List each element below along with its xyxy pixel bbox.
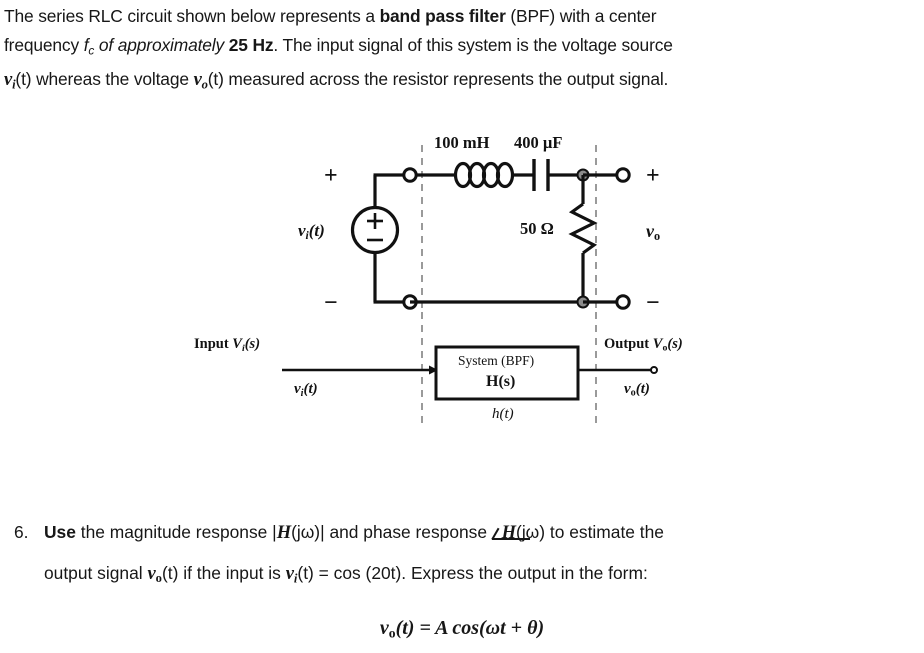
equation-vo-base: v: [379, 617, 389, 639]
inductor-symbol: [453, 161, 515, 189]
intro-vo-symbol: vo: [193, 70, 208, 92]
block-output-t-label: vo(t): [624, 382, 650, 399]
intro-vi-base: v: [4, 70, 13, 91]
phase-response-H: H: [501, 523, 517, 543]
block-input-vt-subscript: i: [300, 387, 304, 399]
block-input-V: V: [232, 336, 242, 352]
block-output-s-arg: (s): [667, 336, 683, 352]
intro-vi-symbol: vi: [4, 70, 16, 92]
capacitor-value-label: 400 µF: [514, 133, 563, 152]
output-plus-sign: +: [646, 163, 660, 189]
source-label-subscript: i: [305, 229, 309, 243]
question-6-line-2-part-b: (t) if the input is: [161, 563, 286, 583]
block-input-s-label: Input Vi(s): [194, 337, 260, 354]
intro-paragraph: The series RLC circuit shown below repre…: [4, 2, 922, 100]
question-6-vo-symbol: vo: [147, 564, 162, 586]
input-terminal-positive: [402, 167, 418, 183]
question-6-vi-base: v: [285, 564, 294, 584]
system-box-transfer-function: H(s): [486, 374, 515, 390]
angle-icon: [492, 523, 529, 541]
intro-line-1-part-a: The series RLC circuit shown below repre…: [4, 6, 380, 26]
block-output-word: Output: [604, 336, 653, 352]
magnitude-response-H: H: [276, 523, 292, 543]
input-minus-sign: −: [324, 290, 338, 316]
impulse-response-label: h(t): [492, 407, 514, 422]
impulse-response-h: h: [492, 406, 500, 422]
rlc-circuit-diagram: + − vi(t) 100 mH 400 µF 50 Ω + − vo: [280, 126, 700, 316]
block-input-vt-arg: (t): [303, 381, 318, 397]
block-input-s-arg: (s): [244, 336, 261, 352]
input-arrow-head: [429, 365, 438, 375]
block-diagram-svg: [282, 312, 658, 426]
output-terminal-positive: [615, 167, 631, 183]
question-6-use-emphasis: Use: [44, 522, 76, 542]
intro-line-1-part-c: (BPF) with a center: [505, 6, 657, 26]
transfer-function-H: H: [486, 373, 499, 390]
question-6-line-2-part-c: (t) = cos (20t). Express the output in t…: [297, 563, 648, 583]
system-box: [434, 345, 580, 401]
block-input-word: Input: [194, 336, 233, 352]
question-6-vi-symbol: vi: [285, 564, 298, 586]
circuit-svg: [350, 145, 631, 312]
block-output-V-subscript: o: [662, 342, 668, 354]
question-6-line-1-part-b: (jω)| and phase response: [291, 522, 492, 542]
question-6-line-2-part-a: output signal: [44, 563, 148, 583]
output-voltage-subscript: o: [654, 229, 661, 244]
voltage-source-symbol: [350, 205, 400, 255]
inductor-value-label: 100 mH: [434, 133, 490, 152]
block-output-vt-subscript: o: [630, 387, 636, 399]
output-voltage-label: vo: [646, 222, 660, 242]
block-output-vt-arg: (t): [635, 381, 650, 397]
intro-line-2: frequency fc of approximately 25 Hz. The…: [4, 31, 922, 65]
output-form-equation: vo(t) = A cos(ωt + θ): [0, 608, 924, 653]
intro-vi-subscript: i: [12, 77, 16, 92]
equation-remainder: (t) = A cos(ωt + θ): [395, 617, 545, 639]
intro-bpf-emphasis: band pass filter: [379, 6, 506, 26]
block-input-V-subscript: i: [241, 342, 245, 354]
intro-vo-subscript: o: [201, 77, 208, 92]
system-block-diagram: Input Vi(s) vi(t) System (BPF) H(s) h(t)…: [180, 312, 700, 432]
source-label-time: (t): [308, 221, 325, 240]
intro-fc-base: f: [83, 35, 89, 55]
block-input-t-label: vi(t): [294, 382, 318, 399]
equation-vo-subscript: o: [388, 625, 396, 641]
question-6-line-1-part-c: (jω) to estimate the: [516, 522, 664, 542]
intro-line-3-part-a: (t) whereas the voltage: [15, 69, 194, 90]
question-6-line-1-part-a: the magnitude response |: [75, 522, 277, 542]
intro-vo-base: v: [193, 70, 202, 91]
intro-line-1: The series RLC circuit shown below repre…: [4, 2, 922, 31]
question-6-vi-subscript: i: [293, 571, 298, 586]
block-output-vt-base: v: [624, 381, 631, 397]
output-arrow-endpoint: [650, 366, 658, 374]
question-6-vo-subscript: o: [155, 571, 162, 586]
question-6-body: Use the magnitude response |H(jω)| and p…: [44, 512, 922, 599]
transfer-function-arg: (s): [498, 373, 516, 390]
resistor-symbol: [568, 202, 598, 255]
resistor-value-label: 50 Ω: [520, 219, 554, 238]
question-6-vo-base: v: [147, 564, 156, 584]
input-plus-sign: +: [324, 163, 338, 189]
intro-line-3: vi(t) whereas the voltage vo(t) measured…: [4, 65, 922, 100]
intro-line-3-part-b: (t) measured across the resistor represe…: [207, 69, 669, 90]
output-voltage-base: v: [646, 221, 654, 241]
output-minus-sign: −: [646, 290, 660, 316]
system-box-title: System (BPF): [458, 353, 535, 368]
block-input-vt-base: v: [294, 381, 301, 397]
intro-line-2-part-a: frequency: [4, 35, 84, 55]
source-label-base: v: [298, 221, 306, 240]
intro-line-2-part-d: . The input signal of this system is the…: [273, 35, 673, 55]
question-6-number: 6.: [14, 522, 29, 542]
intro-center-frequency-value: 25 Hz: [228, 35, 274, 55]
source-label: vi(t): [298, 222, 325, 242]
block-output-s-label: Output Vo(s): [604, 337, 683, 353]
question-6-line-2: output signal vo(t) if the input is vi(t…: [44, 553, 922, 599]
output-terminal-negative: [615, 294, 631, 310]
intro-fc-symbol: fc: [83, 35, 95, 58]
question-6-line-1: Use the magnitude response |H(jω)| and p…: [44, 512, 922, 553]
intro-line-2-part-b: of approximately: [94, 35, 229, 55]
intro-fc-subscript: c: [88, 43, 95, 58]
impulse-response-arg: (t): [499, 406, 514, 422]
block-output-V: V: [652, 336, 663, 352]
